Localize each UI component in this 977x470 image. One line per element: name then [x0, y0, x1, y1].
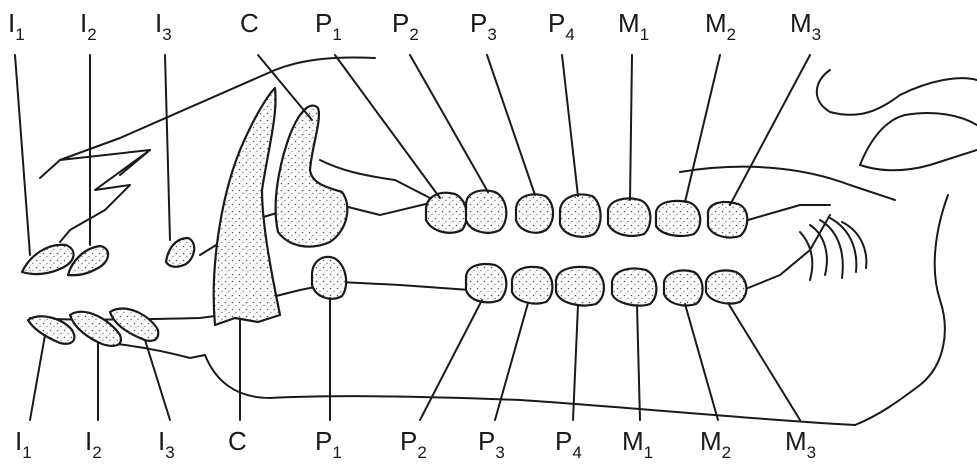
label-lower-P2: P2 — [400, 426, 427, 462]
label-subscript: 2 — [92, 443, 101, 462]
label-base: C — [228, 426, 247, 456]
label-subscript: 3 — [162, 25, 171, 44]
label-base: M — [622, 426, 644, 456]
label-base: C — [240, 8, 259, 38]
label-subscript: 4 — [565, 25, 574, 44]
label-base: M — [700, 426, 722, 456]
label-lower-I1: I1 — [15, 426, 32, 462]
label-subscript: 3 — [495, 443, 504, 462]
label-base: I — [80, 8, 87, 38]
label-lower-M1: M1 — [622, 426, 653, 462]
label-subscript: 2 — [87, 25, 96, 44]
label-subscript: 3 — [812, 25, 821, 44]
label-base: I — [15, 426, 22, 456]
label-base: P — [478, 426, 495, 456]
label-upper-M1: M1 — [618, 8, 649, 44]
label-upper-M3: M3 — [790, 8, 821, 44]
upper-incisors — [22, 238, 194, 275]
label-upper-I3: I3 — [155, 8, 172, 44]
leader-lines — [15, 55, 810, 420]
label-base: I — [85, 426, 92, 456]
label-upper-C: C — [240, 8, 259, 38]
label-upper-P2: P2 — [392, 8, 419, 44]
label-lower-M3: M3 — [785, 426, 816, 462]
label-base: M — [785, 426, 807, 456]
label-subscript: 2 — [727, 25, 736, 44]
label-subscript: 4 — [572, 443, 581, 462]
label-lower-I2: I2 — [85, 426, 102, 462]
label-base: I — [155, 8, 162, 38]
label-upper-P1: P1 — [315, 8, 342, 44]
label-base: M — [618, 8, 640, 38]
label-subscript: 1 — [332, 25, 341, 44]
label-upper-M2: M2 — [705, 8, 736, 44]
label-upper-I2: I2 — [80, 8, 97, 44]
label-lower-I3: I3 — [158, 426, 175, 462]
label-base: P — [315, 8, 332, 38]
label-subscript: 2 — [722, 443, 731, 462]
label-subscript: 3 — [487, 25, 496, 44]
label-upper-I1: I1 — [8, 8, 25, 44]
label-subscript: 1 — [15, 25, 24, 44]
label-base: P — [470, 8, 487, 38]
label-lower-M2: M2 — [700, 426, 731, 462]
label-base: P — [400, 426, 417, 456]
label-base: P — [555, 426, 572, 456]
label-subscript: 1 — [644, 443, 653, 462]
label-base: P — [315, 426, 332, 456]
label-subscript: 2 — [409, 25, 418, 44]
upper-cheek-teeth — [426, 191, 747, 238]
label-base: M — [790, 8, 812, 38]
label-lower-C: C — [228, 426, 247, 456]
label-base: P — [548, 8, 565, 38]
skull-outline — [30, 58, 977, 426]
label-subscript: 1 — [22, 443, 31, 462]
label-subscript: 1 — [640, 25, 649, 44]
label-base: P — [392, 8, 409, 38]
label-subscript: 3 — [807, 443, 816, 462]
label-lower-P4: P4 — [555, 426, 582, 462]
label-subscript: 2 — [417, 443, 426, 462]
lower-incisors — [28, 308, 158, 345]
label-subscript: 3 — [165, 443, 174, 462]
upper-canine — [276, 106, 348, 247]
label-base: M — [705, 8, 727, 38]
label-subscript: 1 — [332, 443, 341, 462]
label-lower-P1: P1 — [315, 426, 342, 462]
label-upper-P4: P4 — [548, 8, 575, 44]
label-base: I — [8, 8, 15, 38]
label-lower-P3: P3 — [478, 426, 505, 462]
label-base: I — [158, 426, 165, 456]
label-upper-P3: P3 — [470, 8, 497, 44]
lower-cheek-teeth — [466, 264, 746, 305]
lower-canine — [214, 88, 280, 325]
lower-p1 — [312, 257, 346, 299]
